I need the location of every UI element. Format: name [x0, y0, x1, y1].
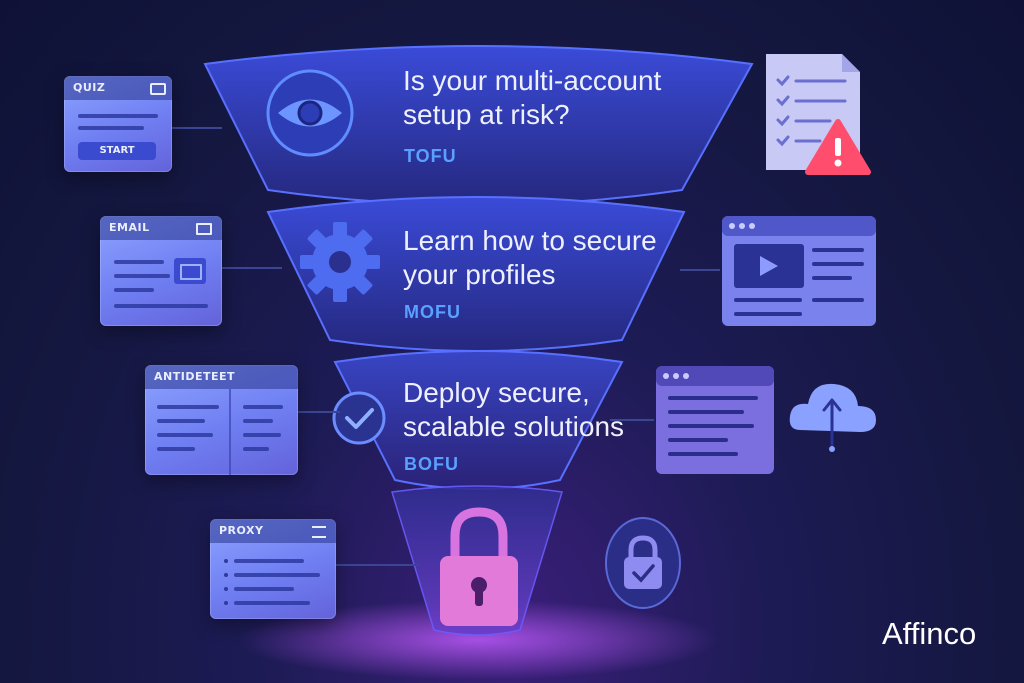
proxy-card-title: PROXY — [219, 524, 264, 537]
email-card: EMAIL — [100, 216, 222, 326]
funnel-stage-mofu — [266, 196, 686, 352]
brand-logo: Affinco — [882, 616, 977, 651]
check-circle-icon — [332, 391, 386, 445]
shield-lock-icon — [605, 517, 681, 609]
proxy-card: PROXY — [210, 519, 336, 619]
card-header: QUIZ — [64, 76, 172, 100]
window-icon — [150, 83, 166, 95]
stage-mofu-tag: MOFU — [404, 302, 461, 322]
card-header: EMAIL — [100, 216, 222, 240]
stage-bofu-line1: Deploy secure, — [403, 377, 590, 408]
mail-icon — [174, 258, 206, 284]
stage-tofu-line2: setup at risk? — [403, 99, 570, 130]
padlock-icon — [440, 507, 518, 626]
start-button[interactable]: START — [78, 142, 156, 160]
quiz-card: QUIZ START — [64, 76, 172, 172]
browser-list-window — [656, 366, 774, 474]
stage-bofu-line2: scalable solutions — [403, 411, 625, 442]
gear-icon — [300, 222, 380, 302]
play-icon — [760, 256, 778, 276]
antidetect-card-title: ANTIDETEET — [154, 370, 235, 383]
envelope-icon — [196, 223, 212, 235]
warning-icon — [805, 119, 871, 175]
video-window — [722, 216, 876, 326]
cloud-upload-icon — [789, 383, 876, 452]
bottom-glow — [238, 600, 718, 680]
stage-bofu-tag: BOFU — [404, 454, 459, 474]
list-bullet — [224, 559, 228, 563]
card-header: PROXY — [210, 519, 336, 543]
email-card-title: EMAIL — [109, 221, 150, 234]
stage-bofu-title: Deploy secure, scalable solutions — [403, 376, 624, 444]
stage-mofu-line2: your profiles — [403, 259, 556, 290]
card-header: ANTIDETEET — [145, 365, 298, 389]
stage-mofu-line1: Learn how to secure — [403, 225, 657, 256]
antidetect-card: ANTIDETEET — [145, 365, 298, 475]
stage-tofu-line1: Is your multi-account — [403, 65, 662, 96]
stage-mofu-title: Learn how to secure your profiles — [403, 224, 657, 292]
menu-icon — [312, 526, 326, 538]
eye-icon — [266, 69, 354, 157]
quiz-card-title: QUIZ — [73, 81, 106, 94]
stage-tofu-title: Is your multi-account setup at risk? — [403, 64, 661, 132]
stage-tofu-tag: TOFU — [404, 146, 457, 166]
